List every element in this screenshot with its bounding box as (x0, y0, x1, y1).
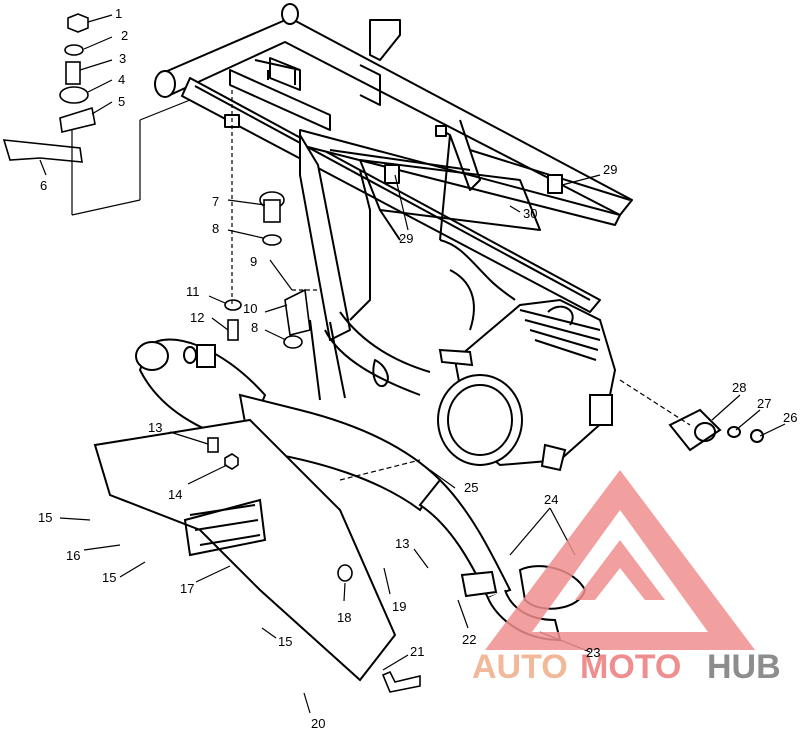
label-part-21: 21 (410, 644, 424, 659)
label-part-10: 10 (243, 301, 257, 316)
label-part-30: 30 (523, 206, 537, 221)
label-part-13b: 13 (395, 536, 409, 551)
watermark-hub: HUB (707, 648, 781, 686)
label-part-25: 25 (464, 480, 478, 495)
label-part-22: 22 (462, 632, 476, 647)
watermark-triangle (485, 470, 755, 650)
label-part-26: 26 (783, 410, 797, 425)
label-part-16: 16 (66, 548, 80, 563)
label-part-28: 28 (732, 380, 746, 395)
hardware (2, 13, 421, 693)
label-part-8a: 8 (212, 221, 219, 236)
label-part-2: 2 (121, 28, 128, 43)
label-part-29b: 29 (399, 231, 413, 246)
label-part-24: 24 (544, 492, 558, 507)
heat-shield (93, 418, 397, 682)
label-part-12: 12 (190, 310, 204, 325)
label-part-14: 14 (168, 487, 182, 502)
label-part-27: 27 (757, 396, 771, 411)
label-part-15c: 15 (278, 634, 292, 649)
label-part-7: 7 (212, 194, 219, 209)
label-part-18: 18 (337, 610, 351, 625)
label-part-6: 6 (40, 178, 47, 193)
label-part-29a: 29 (603, 162, 617, 177)
label-part-11: 11 (186, 284, 200, 299)
label-part-8b: 8 (251, 320, 258, 335)
engine (437, 298, 617, 472)
watermark: AUTO MOTO HUB (472, 470, 781, 686)
label-part-4: 4 (118, 72, 125, 87)
label-part-15b: 15 (102, 570, 116, 585)
label-part-13a: 13 (148, 420, 162, 435)
label-part-20: 20 (311, 716, 325, 729)
label-part-23: 23 (586, 645, 600, 660)
label-part-17: 17 (180, 581, 194, 596)
label-part-5: 5 (118, 94, 125, 109)
watermark-moto: MOTO (580, 648, 681, 686)
label-part-19: 19 (392, 599, 406, 614)
label-part-3: 3 (119, 51, 126, 66)
watermark-auto: AUTO (472, 648, 568, 686)
part-labels: 1 2 3 4 5 6 7 8 9 11 10 12 8 13 14 15 16… (38, 6, 797, 729)
label-part-15a: 15 (38, 510, 52, 525)
label-part-9: 9 (250, 254, 257, 269)
frame (154, 3, 633, 401)
label-part-1: 1 (115, 6, 122, 21)
leader-lines (39, 14, 786, 714)
